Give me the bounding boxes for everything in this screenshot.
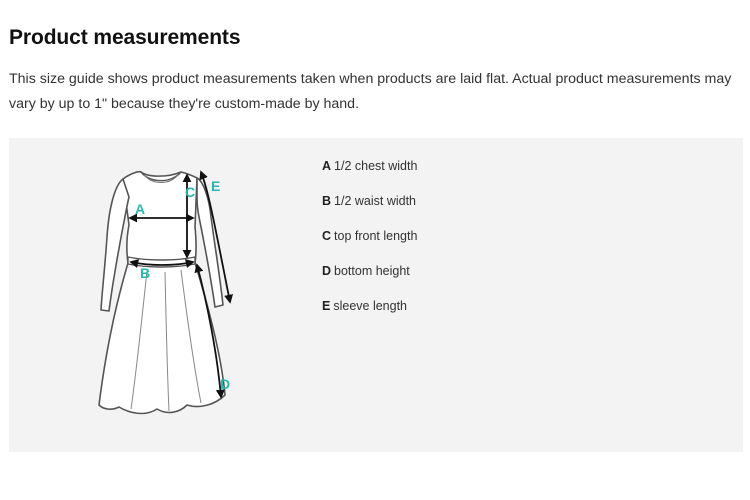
legend-letter: D <box>322 264 332 278</box>
legend-text: top front length <box>334 229 418 243</box>
page-title: Product measurements <box>9 26 241 49</box>
legend-letter: B <box>322 194 332 208</box>
dress-skirt-outline <box>98 262 226 415</box>
legend-text: sleeve length <box>333 299 408 313</box>
label-a: A <box>135 201 145 217</box>
label-b: B <box>140 265 150 281</box>
label-d: D <box>220 376 230 392</box>
legend-text: bottom height <box>334 264 410 278</box>
legend-letter: A <box>322 159 332 173</box>
intro-paragraph: This size guide shows product measuremen… <box>9 71 732 112</box>
legend-text: 1/2 waist width <box>334 194 417 208</box>
dress-measurement-diagram: A B C D E <box>98 170 234 415</box>
waist-width-line <box>129 259 195 268</box>
legend-text: 1/2 chest width <box>334 159 418 173</box>
legend-letter: C <box>322 229 332 243</box>
label-e: E <box>211 178 220 194</box>
dress-left-sleeve <box>100 178 130 312</box>
label-c: C <box>185 184 195 200</box>
sleeve-length-line <box>199 170 234 304</box>
legend-letter: E <box>322 299 331 313</box>
measurement-lines <box>128 170 234 399</box>
